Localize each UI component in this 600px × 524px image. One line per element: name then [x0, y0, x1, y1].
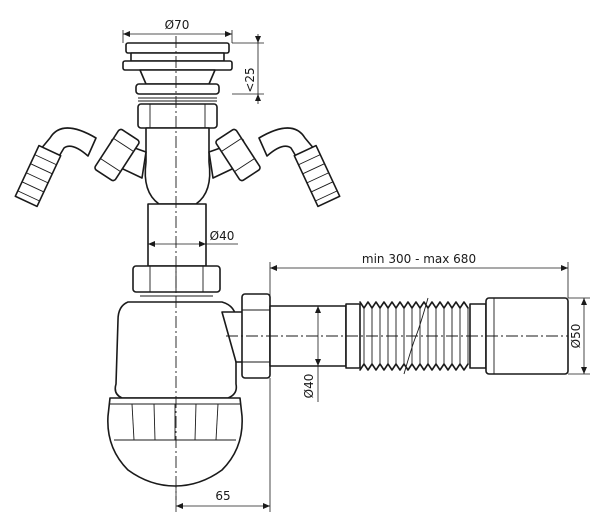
- dim-upper-pipe: Ø40: [148, 229, 238, 247]
- dim-upper-pipe-label: Ø40: [210, 229, 235, 243]
- upper-tee-body: [144, 127, 211, 267]
- dim-side-pipe-label: Ø40: [302, 374, 316, 399]
- dim-offset-label: 65: [215, 489, 230, 503]
- dim-outlet-diameter-label: Ø50: [569, 324, 583, 349]
- flexible-hose: [345, 297, 469, 375]
- dim-top-diameter-label: Ø70: [165, 18, 190, 32]
- dim-length-range: min 300 - max 680: [269, 252, 569, 306]
- right-branch-inlet: [208, 127, 341, 208]
- centerlines: [175, 36, 568, 500]
- dim-outlet-diameter: Ø50: [568, 297, 590, 375]
- dim-length-range-label: min 300 - max 680: [362, 252, 476, 266]
- drain-strainer: [122, 42, 233, 129]
- dim-height-limit: <25: [232, 34, 264, 104]
- left-branch-inlet: [14, 127, 147, 208]
- dim-height-limit-label: <25: [243, 67, 257, 92]
- bottle-trap: [107, 301, 243, 487]
- union-nut: [132, 265, 221, 297]
- dim-top-diameter: Ø70: [122, 18, 233, 43]
- dim-offset: 65: [175, 378, 271, 512]
